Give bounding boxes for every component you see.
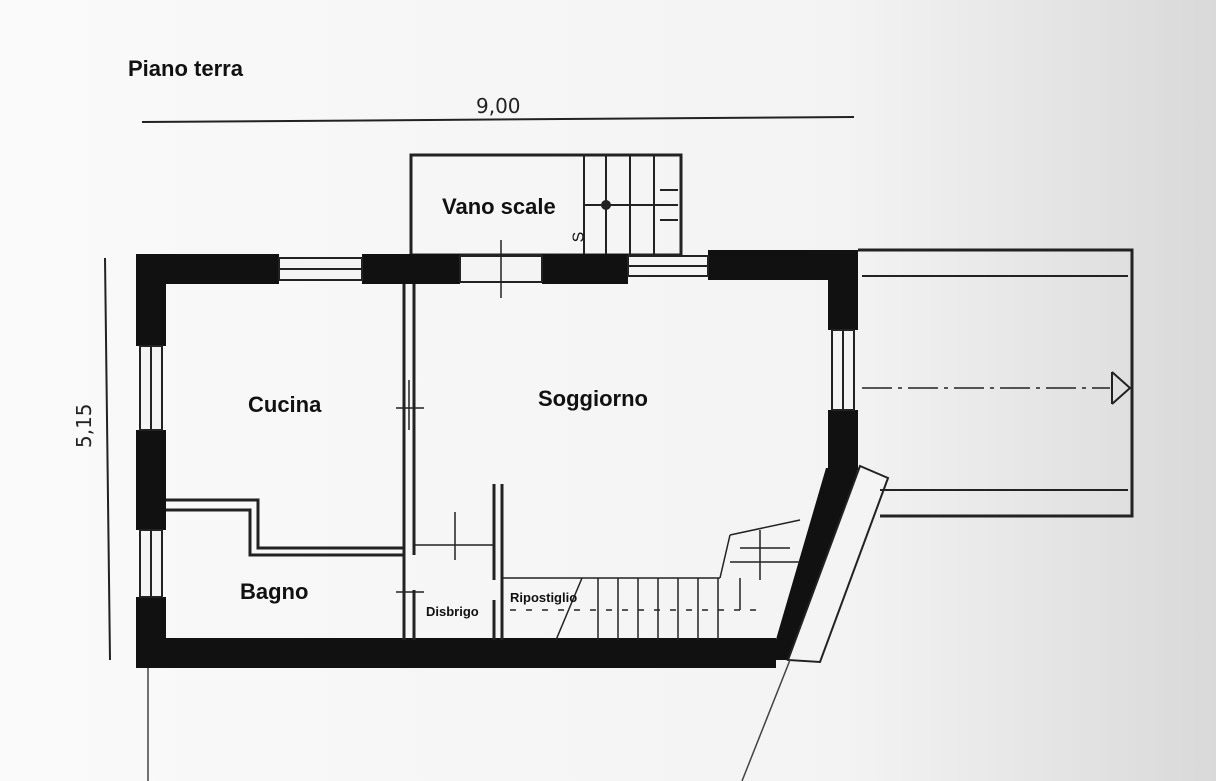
depth-dimension-label: 5,15 bbox=[72, 403, 96, 448]
room-label-cucina: Cucina bbox=[248, 392, 322, 417]
plan-title: Piano terra bbox=[128, 56, 243, 81]
door-marks bbox=[396, 380, 494, 593]
terrace-arrow bbox=[1111, 371, 1132, 405]
room-label-disbrigo: Disbrigo bbox=[426, 604, 479, 619]
room-label-ripostiglio: Ripostiglio bbox=[510, 590, 578, 605]
terrace bbox=[858, 248, 1134, 518]
lower-stair-treads bbox=[502, 519, 801, 641]
upper-stair-treads bbox=[583, 155, 678, 255]
lower-boundary-right bbox=[741, 659, 791, 781]
depth-dimension-line bbox=[104, 257, 111, 661]
room-label-bagno: Bagno bbox=[240, 579, 309, 604]
width-dimension-label: 9,00 bbox=[476, 94, 521, 118]
room-label-vano-scale: Vano scale bbox=[442, 194, 556, 219]
interior-walls bbox=[166, 284, 504, 640]
width-dimension-line bbox=[141, 116, 855, 123]
stair-direction-mark: S bbox=[570, 231, 588, 243]
windows bbox=[139, 255, 855, 598]
stair-arrow-dot bbox=[601, 200, 611, 210]
room-label-soggiorno: Soggiorno bbox=[538, 386, 648, 411]
exterior-walls bbox=[136, 250, 858, 668]
angled-wall-window bbox=[786, 464, 890, 664]
angled-wall bbox=[770, 468, 858, 660]
